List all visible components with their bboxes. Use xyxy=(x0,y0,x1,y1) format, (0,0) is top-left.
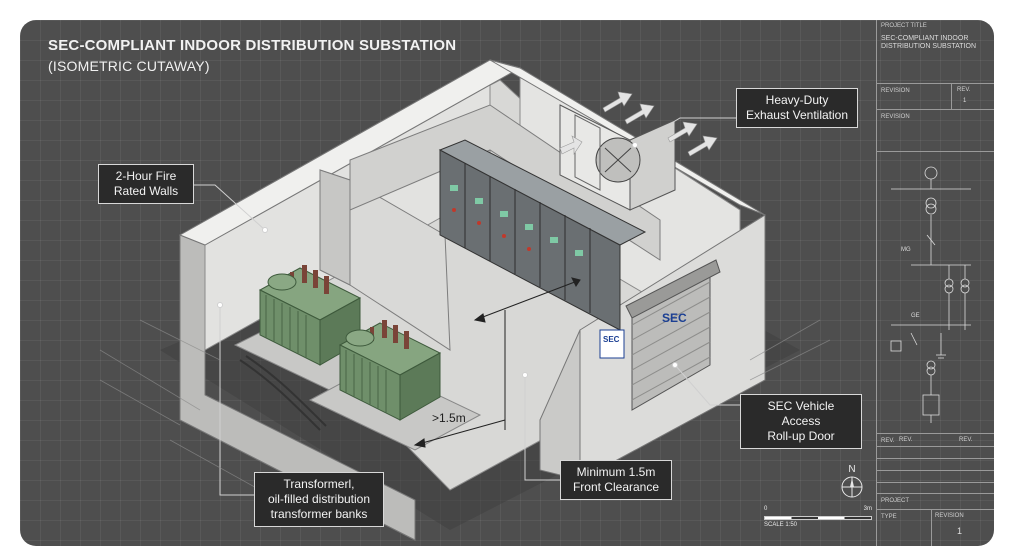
tb-project-title: PROJECT TITLE SEC-COMPLIANT INDOOR DISTR… xyxy=(877,20,994,84)
title-main: SEC-COMPLIANT INDOOR DISTRIBUTION SUBSTA… xyxy=(48,37,457,54)
callout-transformers: Transformerl, oil-filled distribution tr… xyxy=(254,472,384,527)
callout-clearance: Minimum 1.5m Front Clearance xyxy=(560,460,672,500)
roll-up-door xyxy=(625,259,721,411)
transformer-1 xyxy=(258,265,362,366)
compass-label: N xyxy=(848,464,856,475)
callout-fire-walls: 2-Hour Fire Rated Walls xyxy=(98,164,194,204)
tb-revision-notes: REVISION xyxy=(877,110,994,152)
callout-ventilation: Heavy-Duty Exhaust Ventilation xyxy=(736,88,858,128)
transformer-2 xyxy=(338,320,442,421)
drawing-sheet: SEC SEC >1.5m xyxy=(20,20,994,546)
compass: N xyxy=(840,464,864,502)
sld-label-mg: MG xyxy=(901,247,911,253)
compass-rose-icon xyxy=(841,476,863,498)
airflow-arrows xyxy=(559,91,718,157)
door-logo: SEC xyxy=(662,311,687,325)
title-sub: (ISOMETRIC CUTAWAY) xyxy=(48,58,210,74)
tb-project: PROJECT xyxy=(877,494,994,510)
tb-single-line-diagram: MG GE xyxy=(877,152,994,434)
wall-sign xyxy=(599,329,625,359)
callout-door: SEC Vehicle Access Roll-up Door xyxy=(740,394,862,449)
exhaust-fans xyxy=(559,104,676,211)
partition-wall-2 xyxy=(349,104,661,261)
wall-sign-text: SEC xyxy=(603,335,620,344)
tb-type-revision: TYPE REVISION 1 xyxy=(877,510,994,546)
sld-label-ge: GE xyxy=(911,313,920,319)
title-block: PROJECT TITLE SEC-COMPLIANT INDOOR DISTR… xyxy=(876,20,994,546)
clearance-dimensions xyxy=(413,277,581,448)
single-line-diagram: MG GE xyxy=(890,166,971,423)
drawing-title: SEC-COMPLIANT INDOOR DISTRIBUTION SUBSTA… xyxy=(48,36,456,76)
tb-revision-table: REV. REV. REV. xyxy=(877,434,994,494)
clearance-measurement: >1.5m xyxy=(432,411,466,425)
scale-bar: 0 3m SCALE 1:50 xyxy=(764,506,872,528)
tb-revision-row: REVISION REV. 1 xyxy=(877,84,994,110)
